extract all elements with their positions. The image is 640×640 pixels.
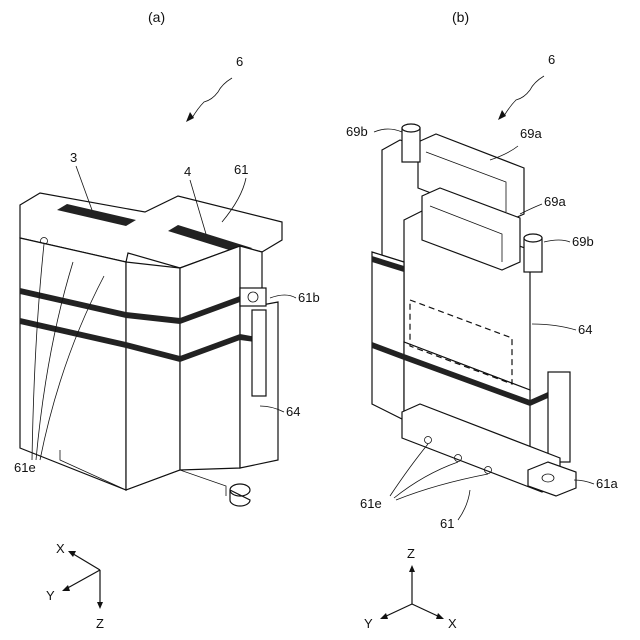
- label-61-a: 61: [234, 162, 248, 177]
- label-64-b-leader: [532, 324, 576, 330]
- label-69b-top-leader: [374, 129, 402, 132]
- axes-a: X Y Z: [46, 541, 104, 631]
- caption-a: (a): [148, 9, 165, 25]
- ref-6-a-leader: [192, 78, 232, 118]
- axis-a-x-arrow: [68, 551, 76, 557]
- left-side-face: [372, 252, 404, 420]
- label-61-b: 61: [440, 516, 454, 531]
- axis-a-x-label: X: [56, 541, 65, 556]
- label-69b-top: 69b: [346, 124, 368, 139]
- caption-b: (b): [452, 9, 469, 25]
- label-64-a: 64: [286, 404, 300, 419]
- ref-6-a-arrowhead: [186, 112, 194, 122]
- label-61b-leader: [270, 295, 296, 298]
- axes-b: Z Y X: [364, 546, 457, 631]
- axis-a-y: [64, 570, 100, 590]
- post-69b-front: [524, 238, 542, 272]
- axis-b-y-label: Y: [364, 616, 373, 631]
- ref-6-b-leader: [504, 76, 544, 116]
- label-61-b-leader: [458, 490, 470, 520]
- ref-6-a: 6: [236, 54, 243, 69]
- post-69b-front-top: [524, 234, 542, 242]
- axis-a-z-label: Z: [96, 616, 104, 631]
- post-69b-back-top: [402, 124, 420, 132]
- label-61b: 61b: [298, 290, 320, 305]
- rail-right: [548, 372, 570, 462]
- axis-b-z-label: Z: [407, 546, 415, 561]
- ref-6-b: 6: [548, 52, 555, 67]
- ref-6-b-arrowhead: [498, 110, 506, 120]
- axis-a-y-arrow: [62, 585, 70, 591]
- axis-b-z-arrow: [409, 565, 415, 572]
- bottom-nozzle: [230, 484, 250, 506]
- axis-a-x: [70, 552, 100, 570]
- axis-b-y-arrow: [380, 613, 388, 619]
- bracket-61b: [240, 288, 266, 306]
- label-61e-b-leader-2: [394, 462, 458, 498]
- view-a: 6 3 4 61: [14, 54, 320, 631]
- label-3: 3: [70, 150, 77, 165]
- axis-b-x-label: X: [448, 616, 457, 631]
- label-64-b: 64: [578, 322, 592, 337]
- side-rail: [252, 310, 266, 396]
- label-4: 4: [184, 164, 191, 179]
- body-mid-face: [126, 262, 180, 490]
- label-61a: 61a: [596, 476, 618, 491]
- label-61e-a: 61e: [14, 460, 36, 475]
- label-69b-right-leader: [544, 240, 570, 242]
- view-b: 6: [346, 52, 618, 631]
- axis-b-x-arrow: [436, 613, 444, 619]
- body-left-face: [20, 238, 126, 490]
- label-69a-mid: 69a: [544, 194, 566, 209]
- bracket-61a: [528, 462, 576, 496]
- axis-a-z-arrow: [97, 602, 103, 609]
- label-69a-top: 69a: [520, 126, 542, 141]
- label-61e-b-leader-1: [390, 444, 428, 496]
- label-61e-b-leader-3: [396, 474, 488, 500]
- label-61e-b: 61e: [360, 496, 382, 511]
- label-61a-leader: [574, 480, 594, 484]
- label-69b-right: 69b: [572, 234, 594, 249]
- axis-a-y-label: Y: [46, 588, 55, 603]
- post-69b-back: [402, 128, 420, 162]
